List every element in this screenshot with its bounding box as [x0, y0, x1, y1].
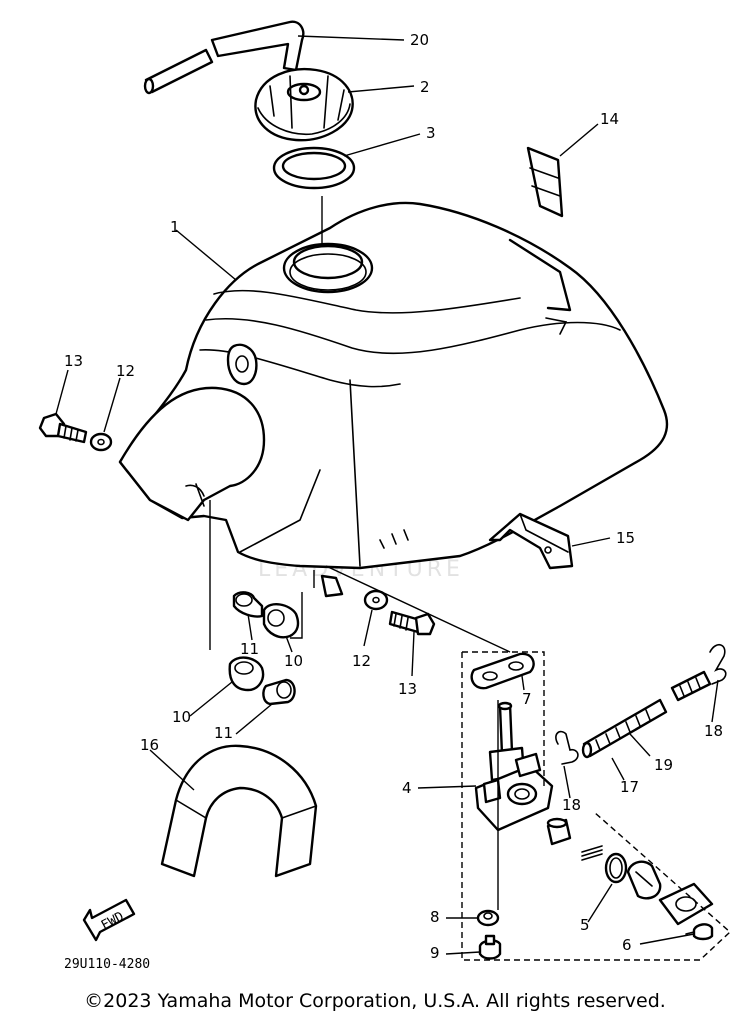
callout-11-upper: 11 [240, 640, 259, 658]
callout-11-lower: 11 [214, 724, 233, 742]
part-fuel-hose [581, 698, 668, 759]
callout-5: 5 [580, 916, 590, 934]
callout-14: 14 [600, 110, 619, 128]
part-tank-protector [160, 744, 318, 878]
callout-17: 17 [620, 778, 639, 796]
callout-18-upper: 18 [704, 722, 723, 740]
callout-13-right: 13 [398, 680, 417, 698]
callout-10-upper: 10 [284, 652, 303, 670]
callout-9: 9 [430, 944, 440, 962]
part-o-ring [604, 852, 628, 884]
callout-8: 8 [430, 908, 440, 926]
part-damper-upper [262, 603, 300, 639]
callout-16: 16 [140, 736, 159, 754]
part-clip-upper [709, 644, 727, 685]
callout-1: 1 [170, 218, 180, 236]
callout-10-lower: 10 [172, 708, 191, 726]
part-cock-gasket [470, 652, 535, 690]
callout-4: 4 [402, 779, 412, 797]
diagram-code: 29U110-4280 [64, 957, 150, 972]
part-drain-bolt [478, 934, 502, 960]
part-tank-bracket [488, 512, 574, 570]
part-hose-sleeve [670, 670, 712, 702]
callout-6: 6 [622, 936, 632, 954]
callout-2: 2 [420, 78, 430, 96]
fwd-arrow-icon: FWD [82, 898, 136, 942]
part-vent-hose [143, 20, 305, 95]
part-strainer [546, 817, 572, 846]
callout-12-left: 12 [116, 362, 135, 380]
part-washer-left [89, 432, 113, 452]
part-lever [626, 860, 662, 900]
part-screw [685, 923, 714, 941]
callout-13-left: 13 [64, 352, 83, 370]
callout-3: 3 [426, 124, 436, 142]
part-washer-drain [476, 909, 500, 927]
leader-lines [55, 35, 719, 955]
callout-labels: 20 2 3 14 1 13 12 15 11 10 12 13 10 11 7… [64, 31, 723, 962]
part-spring [581, 845, 603, 861]
part-fuel-cap [254, 67, 354, 142]
part-collar-lower [262, 678, 296, 706]
callout-20: 20 [410, 31, 429, 49]
callout-18-lower: 18 [562, 796, 581, 814]
exploded-view-lines [209, 196, 732, 961]
part-clip-lower [555, 730, 579, 765]
part-rubber-clip [526, 146, 564, 218]
callout-7: 7 [522, 690, 532, 708]
part-collar-upper [232, 591, 264, 618]
part-cover-plate [658, 882, 714, 926]
part-fuel-tank [118, 201, 669, 598]
part-washer-right [363, 589, 389, 611]
part-cap-gasket [272, 146, 356, 190]
callout-19: 19 [654, 756, 673, 774]
part-damper-lower [228, 656, 265, 692]
copyright-notice: ©2023 Yamaha Motor Corporation, U.S.A. A… [84, 990, 666, 1012]
part-fuel-cock [474, 701, 554, 832]
callout-15: 15 [616, 529, 635, 547]
part-bolt-right [388, 610, 436, 636]
callout-12-right: 12 [352, 652, 371, 670]
part-bolt-left [38, 412, 88, 444]
